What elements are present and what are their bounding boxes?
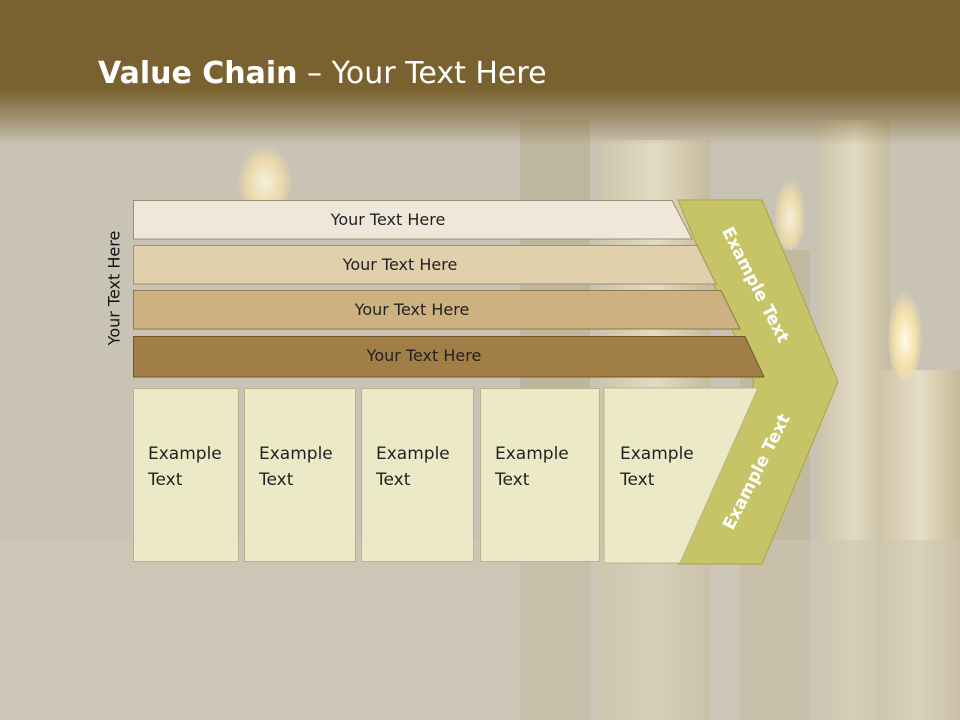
bar-2: Your Text Here — [133, 245, 717, 285]
box-2-line1: Example — [259, 444, 333, 464]
box-4-line2: Text — [495, 470, 530, 490]
bar-4-label: Your Text Here — [366, 345, 482, 365]
title-bar — [0, 0, 960, 145]
box-3-line1: Example — [376, 444, 450, 464]
bar-2-shape — [133, 245, 717, 285]
bar-1-label: Your Text Here — [330, 209, 446, 229]
box-1-line1: Example — [148, 444, 222, 464]
bar-4-shape — [133, 336, 765, 378]
side-label: Your Text Here — [104, 230, 124, 346]
box-5-line2: Text — [620, 470, 655, 490]
box-4-line1: Example — [495, 444, 569, 464]
bar-3: Your Text Here — [133, 290, 741, 330]
box-2-line2: Text — [259, 470, 294, 490]
box-1-line2: Text — [148, 470, 183, 490]
bar-4: Your Text Here — [133, 336, 765, 378]
bar-2-label: Your Text Here — [342, 254, 458, 274]
box-5-line1: Example — [620, 444, 694, 464]
box-3-line2: Text — [376, 470, 411, 490]
title-bold: Value Chain — [98, 56, 298, 91]
bar-1: Your Text Here — [133, 200, 693, 240]
slide-title: Value Chain – Your Text Here — [98, 56, 547, 91]
bar-3-label: Your Text Here — [354, 299, 470, 319]
title-rest: – Your Text Here — [297, 56, 547, 91]
bar-3-shape — [133, 290, 741, 330]
bar-1-shape — [133, 200, 693, 240]
